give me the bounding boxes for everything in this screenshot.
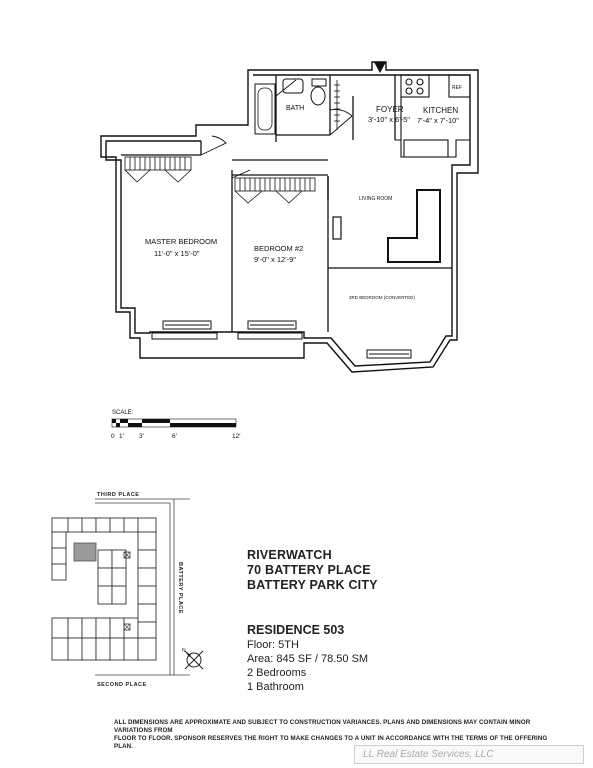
building-name: RIVERWATCH bbox=[247, 548, 332, 562]
kitchen-counters bbox=[395, 74, 471, 158]
residence-bathrooms: 1 Bathroom bbox=[247, 681, 304, 693]
third-place-label: THIRD PLACE bbox=[97, 492, 139, 498]
scale-tick-1: 1' bbox=[119, 433, 124, 440]
scale-tick-3: 3' bbox=[139, 433, 144, 440]
door-swings bbox=[200, 79, 353, 179]
foyer-label: FOYER bbox=[376, 105, 404, 114]
scale-label: SCALE: bbox=[112, 410, 134, 416]
building-info: RIVERWATCH 70 BATTERY PLACE BATTERY PARK… bbox=[247, 548, 378, 593]
residence-title: RESIDENCE 503 bbox=[247, 623, 345, 637]
residence-area: Area: 845 SF / 78.50 SM bbox=[247, 653, 369, 665]
master-bedroom-dims: 11'-0" x 15'-0" bbox=[154, 249, 200, 258]
highlighted-unit bbox=[73, 542, 97, 562]
toilet bbox=[310, 86, 326, 106]
residence-bedrooms: 2 Bedrooms bbox=[247, 667, 307, 679]
key-plan: THIRD PLACE SECOND PLACE BATTERY PLACE bbox=[51, 492, 190, 688]
bedroom2-label: BEDROOM #2 bbox=[254, 244, 303, 253]
disclaimer-line-1: ALL DIMENSIONS ARE APPROXIMATE AND SUBJE… bbox=[114, 719, 531, 734]
master-closet bbox=[124, 156, 192, 183]
floor-plan: REF BATH FOYER bbox=[100, 61, 479, 416]
building-address: 70 BATTERY PLACE bbox=[247, 563, 371, 577]
kitchen-dims: 7'-4" x 7'-10" bbox=[417, 116, 459, 125]
second-place-label: SECOND PLACE bbox=[97, 682, 147, 688]
kitchen-label: KITCHEN bbox=[423, 106, 458, 115]
scale-bar: 0 1' 3' 6' 12' bbox=[111, 418, 240, 440]
residence-floor: Floor: 5TH bbox=[247, 639, 299, 651]
bedroom2-dims: 9'-0" x 12'-9" bbox=[254, 255, 296, 264]
foyer-closet bbox=[334, 80, 340, 130]
sink bbox=[282, 78, 304, 94]
ref-label: REF bbox=[452, 85, 462, 91]
windows bbox=[151, 320, 412, 359]
compass-icon: N bbox=[182, 648, 204, 670]
living-room-partition bbox=[387, 189, 441, 263]
partitions bbox=[121, 75, 452, 332]
watermark: LL Real Estate Services, LLC bbox=[354, 745, 584, 764]
living-room-label: LIVING ROOM bbox=[359, 196, 392, 202]
scale-tick-12: 12' bbox=[232, 433, 240, 440]
bathtub bbox=[254, 83, 276, 135]
entry-arrow bbox=[374, 62, 386, 73]
bedroom2-closet bbox=[234, 177, 316, 204]
scale-tick-0: 0 bbox=[111, 433, 115, 440]
outer-walls bbox=[100, 61, 479, 373]
residence-info: RESIDENCE 503 Floor: 5TH Area: 845 SF / … bbox=[247, 623, 368, 694]
battery-place-label: BATTERY PLACE bbox=[177, 562, 183, 614]
third-bedroom-label: 3RD BEDROOM (CONVERTED) bbox=[349, 295, 415, 300]
master-bedroom-label: MASTER BEDROOM bbox=[145, 237, 217, 246]
disclaimer: ALL DIMENSIONS ARE APPROXIMATE AND SUBJE… bbox=[114, 719, 554, 751]
foyer-dims: 3'-10" x 6'-5" bbox=[368, 115, 410, 124]
scale-tick-6: 6' bbox=[172, 433, 177, 440]
svg-text:N: N bbox=[182, 648, 186, 654]
bath-label: BATH bbox=[286, 105, 304, 112]
disclaimer-line-2: FLOOR TO FLOOR. SPONSOR RESERVES THE RIG… bbox=[114, 735, 548, 750]
building-neighborhood: BATTERY PARK CITY bbox=[247, 578, 378, 592]
column bbox=[332, 216, 342, 240]
